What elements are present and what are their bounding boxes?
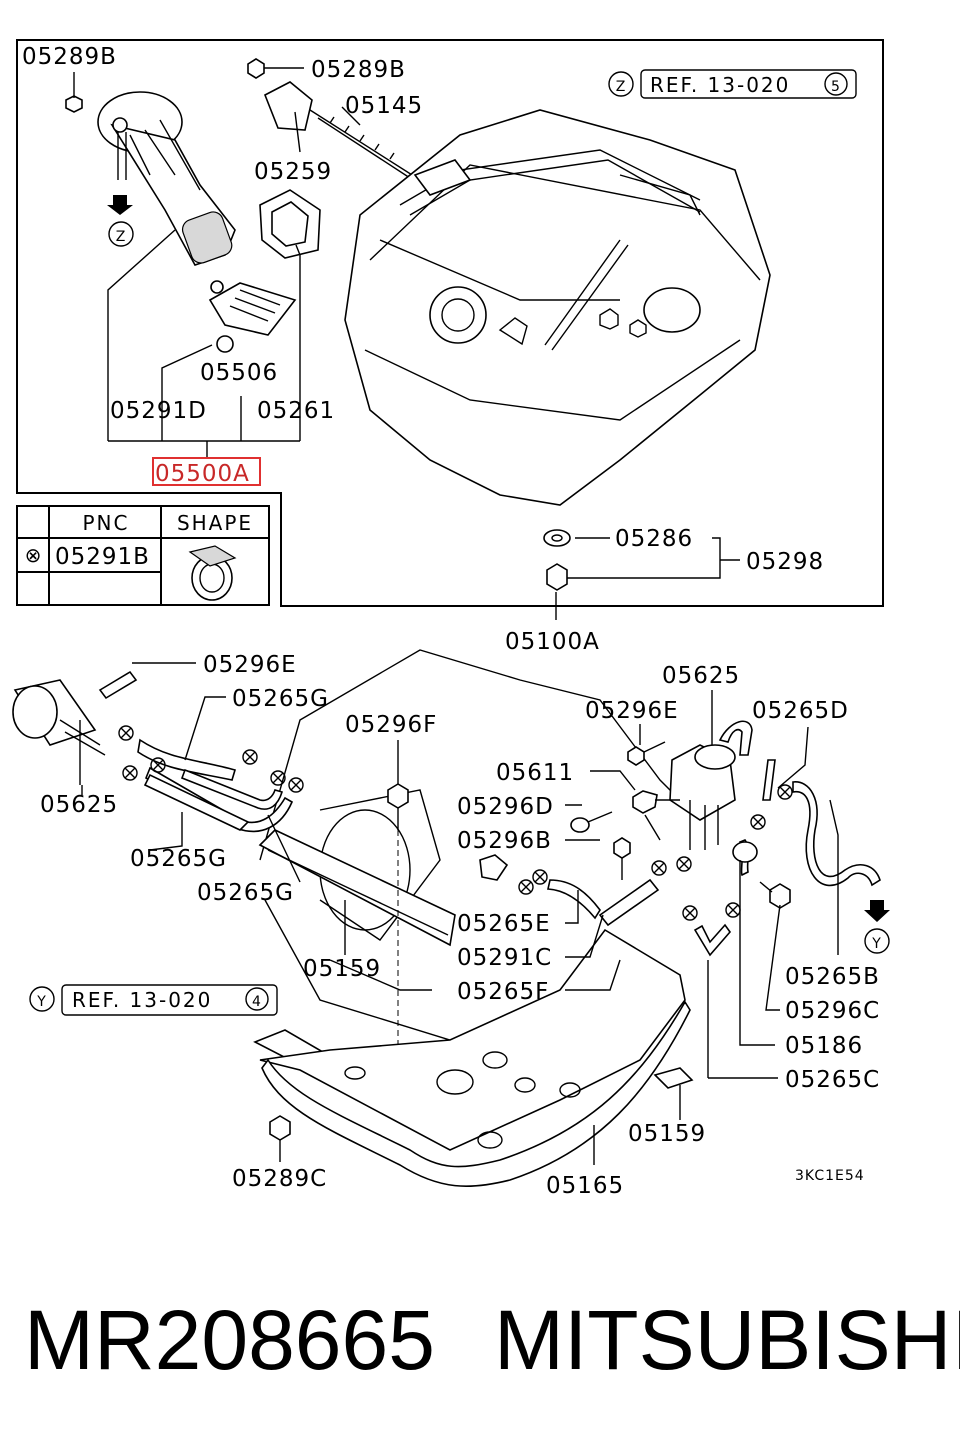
label-05159-right: 05159 — [628, 1121, 706, 1147]
label-05289C: 05289C — [232, 1166, 327, 1192]
clip — [479, 854, 509, 881]
label-05265E: 05265E — [457, 911, 551, 937]
diagram-code: 3KC1E54 — [795, 1168, 865, 1184]
check-valve-05186 — [732, 841, 775, 1046]
leader-05500A-group — [107, 229, 301, 458]
svg-text:REF. 13-020: REF. 13-020 — [72, 988, 212, 1012]
frame-outline — [259, 649, 701, 1051]
label-05298: 05298 — [746, 549, 824, 575]
fuel-pump-assembly — [97, 91, 236, 266]
svg-text:REF. 13-020: REF. 13-020 — [650, 73, 790, 97]
label-05625-left: 05625 — [40, 792, 118, 818]
label-05259: 05259 — [254, 159, 332, 185]
skid-plate — [253, 928, 691, 1188]
label-05506: 05506 — [200, 360, 278, 386]
brand-name: MITSUBISHI — [494, 1293, 960, 1387]
bolt-05296C — [759, 881, 791, 1011]
bolt-05296D — [570, 811, 613, 833]
svg-text:PNC: PNC — [83, 511, 130, 535]
label-05296E-left: 05296E — [203, 652, 297, 678]
part-labels: 05289B 05289B 05145 05259 05506 05291D 0… — [22, 44, 880, 1199]
label-05159-left: 05159 — [303, 956, 381, 982]
label-05291D: 05291D — [110, 398, 207, 424]
label-05296D: 05296D — [457, 794, 554, 820]
bolt-05296E-right — [627, 741, 666, 766]
pump-filter — [208, 280, 297, 353]
ref-z: Z REF. 13-020 5 — [608, 69, 857, 99]
nut-05289B-top — [247, 58, 265, 79]
label-05165: 05165 — [546, 1173, 624, 1199]
svg-text:⊗: ⊗ — [25, 543, 42, 567]
fuel-tank — [344, 109, 771, 506]
label-05611: 05611 — [496, 760, 574, 786]
bolt-05296E-left — [98, 670, 138, 700]
sender-unit — [263, 81, 421, 181]
label-05265G-top: 05265G — [232, 686, 329, 712]
svg-text:4: 4 — [252, 994, 262, 1010]
label-05625-right: 05625 — [662, 663, 740, 689]
label-05289B-top: 05289B — [311, 57, 406, 83]
svg-text:5: 5 — [831, 79, 841, 95]
highlight-05500A-box — [152, 457, 261, 486]
part-number: MR208665 — [24, 1293, 435, 1387]
hoses-right — [547, 759, 881, 957]
svg-text:Y: Y — [871, 936, 882, 952]
upper-leaders — [73, 67, 740, 620]
legend-table: PNC SHAPE ⊗ 05291B — [16, 505, 270, 606]
label-05145: 05145 — [345, 93, 423, 119]
screw-05289B-left — [65, 95, 83, 113]
hoses-05265G — [137, 738, 294, 833]
label-05265G-mid: 05265G — [130, 846, 227, 872]
svg-text:SHAPE: SHAPE — [177, 511, 253, 535]
label-05265D: 05265D — [752, 698, 849, 724]
bolt-05289C — [269, 1115, 291, 1162]
hose-clamp-shape — [188, 545, 237, 601]
bolt-05296B — [613, 837, 631, 880]
down-arrow-z: Z — [107, 195, 134, 247]
label-05286: 05286 — [615, 526, 693, 552]
label-05265F: 05265F — [457, 979, 549, 1005]
ref-y: Y REF. 13-020 4 — [29, 984, 278, 1016]
label-05296B: 05296B — [457, 828, 552, 854]
drain-plug — [543, 529, 571, 591]
bracket-05159-right — [653, 1067, 694, 1089]
label-05296E-right: 05296E — [585, 698, 679, 724]
lower-leaders — [81, 662, 839, 1165]
upper-frame — [16, 39, 884, 607]
label-05100A: 05100A — [505, 629, 600, 655]
svg-text:Y: Y — [36, 994, 47, 1010]
label-05186: 05186 — [785, 1033, 863, 1059]
label-05291C: 05291C — [457, 945, 552, 971]
gasket-05261 — [259, 189, 321, 259]
label-05296C: 05296C — [785, 998, 880, 1024]
label-05289B-left: 05289B — [22, 44, 117, 70]
label-05265B: 05265B — [785, 964, 880, 990]
valve-assembly — [669, 720, 753, 850]
label-05296F: 05296F — [345, 712, 437, 738]
svg-text:05291B: 05291B — [55, 544, 150, 570]
label-05265G-low: 05265G — [197, 880, 294, 906]
label-05261: 05261 — [257, 398, 335, 424]
parts-diagram: Z REF. 13-020 5 Z — [12, 39, 890, 1199]
svg-text:Z: Z — [616, 79, 627, 95]
svg-text:Z: Z — [116, 229, 127, 245]
canister-left — [12, 679, 106, 785]
bracket-rail — [258, 829, 456, 947]
label-05500A: 05500A — [155, 461, 250, 487]
footer: MR208665 MITSUBISHI — [0, 1290, 960, 1400]
clamp-markers — [118, 725, 793, 921]
connector-05611 — [632, 790, 680, 841]
label-05265C: 05265C — [785, 1067, 880, 1093]
down-arrow-y: Y — [864, 900, 890, 954]
bolt-05296F — [387, 750, 409, 830]
